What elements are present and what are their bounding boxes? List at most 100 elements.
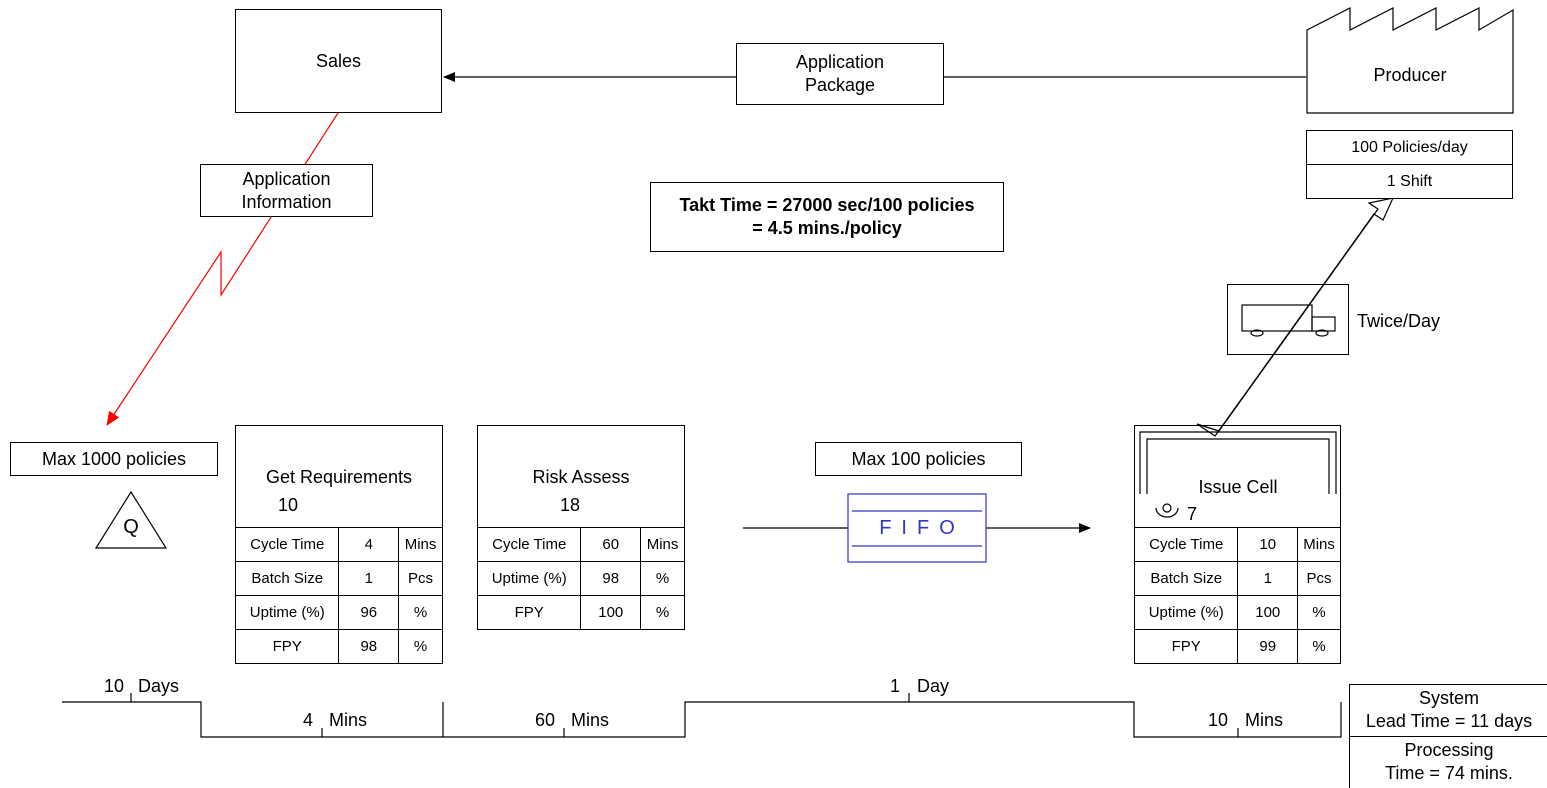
shipment-frequency: Twice/Day [1357, 311, 1441, 331]
producer-shift-box: 1 Shift [1306, 164, 1513, 199]
cell-metric: Batch Size [234, 561, 340, 596]
timeline-wait2-unit: Day [917, 676, 950, 696]
timeline-wait1-unit: Days [138, 676, 180, 696]
electronic-flow-arrow [106, 112, 339, 426]
cell-unit: % [1297, 629, 1341, 664]
process2-operators: 18 [560, 495, 581, 515]
process-risk-assess-box[interactable]: Risk Assess 18 [477, 425, 685, 528]
cell-metric: Uptime (%) [476, 561, 582, 596]
inventory2-label: Max 100 policies [851, 448, 986, 469]
app-info-line1: Application [242, 168, 331, 189]
cell-unit: Mins [398, 527, 443, 562]
lead-time-line1: System [1418, 688, 1479, 708]
application-information-box[interactable]: Application Information [200, 164, 373, 217]
takt-line1: Takt Time = 27000 sec/100 policies [679, 195, 975, 215]
cell-unit: % [640, 595, 685, 630]
cell-metric: Uptime (%) [234, 595, 340, 630]
producer-label[interactable]: Producer [1307, 60, 1513, 90]
cell-metric: Cycle Time [1133, 527, 1239, 562]
cell-u-icon [1139, 431, 1337, 494]
processing-time: Processing Time = 74 mins. [1350, 739, 1547, 785]
cell-unit: % [398, 629, 443, 664]
timeline-proc3-unit: Mins [1245, 710, 1284, 730]
factory-icon [1306, 7, 1514, 114]
inventory1-label: Max 1000 policies [41, 448, 187, 469]
cell-metric: FPY [476, 595, 582, 630]
cell-unit: % [398, 595, 443, 630]
fifo-label: FIFO [879, 516, 965, 539]
cell-value: 1 [1237, 561, 1299, 596]
producer-label-text: Producer [1373, 64, 1447, 85]
processing-time-line2: Time = 74 mins. [1385, 763, 1513, 783]
inventory-q-label: Q [123, 515, 139, 538]
app-package-line1: Application [795, 52, 885, 72]
cell-value: 100 [1237, 595, 1299, 630]
inventory-max-100-box[interactable]: Max 100 policies [815, 442, 1022, 476]
cell-value: 1 [338, 561, 400, 596]
cell-unit: Mins [1297, 527, 1341, 562]
timeline-proc3-num: 10 [1208, 710, 1229, 730]
cell-value: 100 [580, 595, 642, 630]
cell-metric: FPY [234, 629, 340, 664]
producer-shifts: 1 Shift [1386, 172, 1433, 190]
lead-time-line2: Lead Time = 11 days [1365, 711, 1533, 731]
cell-unit: Pcs [1297, 561, 1341, 596]
operator-icon-3 [1155, 503, 1179, 518]
cell-unit: Pcs [398, 561, 443, 596]
app-package-line2: Package [804, 75, 876, 95]
cell-unit: % [640, 561, 685, 596]
cell-value: 99 [1237, 629, 1299, 664]
process1-operators: 10 [278, 495, 299, 515]
sales-label: Sales [315, 51, 362, 71]
inventory-triangle-icon [94, 490, 168, 549]
sales-box[interactable]: Sales [235, 9, 442, 113]
timeline-proc2-num: 60 [535, 710, 556, 730]
cell-value: 98 [338, 629, 400, 664]
cell-value: 96 [338, 595, 400, 630]
producer-demand-box: 100 Policies/day [1306, 130, 1513, 165]
cell-unit: % [1297, 595, 1341, 630]
truck-icon [1241, 304, 1336, 337]
cell-metric: Uptime (%) [1133, 595, 1239, 630]
timeline-proc2-unit: Mins [571, 710, 610, 730]
fifo-box [847, 493, 987, 563]
summary-box: System Lead Time = 11 days Processing Ti… [1349, 684, 1547, 788]
cell-metric: Cycle Time [234, 527, 340, 562]
application-package-box[interactable]: Application Package [736, 43, 944, 105]
process-issue-cell-box[interactable]: Issue Cell 7 [1134, 425, 1341, 528]
timeline-proc1-num: 4 [303, 710, 314, 730]
process2-name: Risk Assess [532, 467, 630, 487]
cell-unit: Mins [640, 527, 685, 562]
table-row: Uptime (%)98% [476, 561, 685, 596]
app-info-line2: Information [241, 191, 332, 212]
timeline-ladder [62, 701, 1342, 738]
timeline-wait1-num: 10 [104, 676, 125, 696]
process-get-requirements-box[interactable]: Get Requirements 10 [235, 425, 443, 528]
processing-time-line1: Processing [1404, 740, 1494, 760]
shipment-box[interactable] [1227, 284, 1349, 355]
takt-line2: = 4.5 mins./policy [752, 218, 902, 238]
lead-time: System Lead Time = 11 days [1350, 687, 1547, 733]
cell-metric: Cycle Time [476, 527, 582, 562]
process1-name: Get Requirements [265, 467, 413, 487]
producer-demand: 100 Policies/day [1351, 138, 1468, 156]
summary-divider [1350, 736, 1547, 737]
cell-value: 60 [580, 527, 642, 562]
process3-name: Issue Cell [1198, 477, 1278, 497]
inventory-max-1000-box[interactable]: Max 1000 policies [10, 442, 218, 476]
cell-metric: Batch Size [1133, 561, 1239, 596]
timeline-wait2-num: 1 [890, 676, 901, 696]
table-row: Uptime (%)100% [1133, 595, 1341, 630]
